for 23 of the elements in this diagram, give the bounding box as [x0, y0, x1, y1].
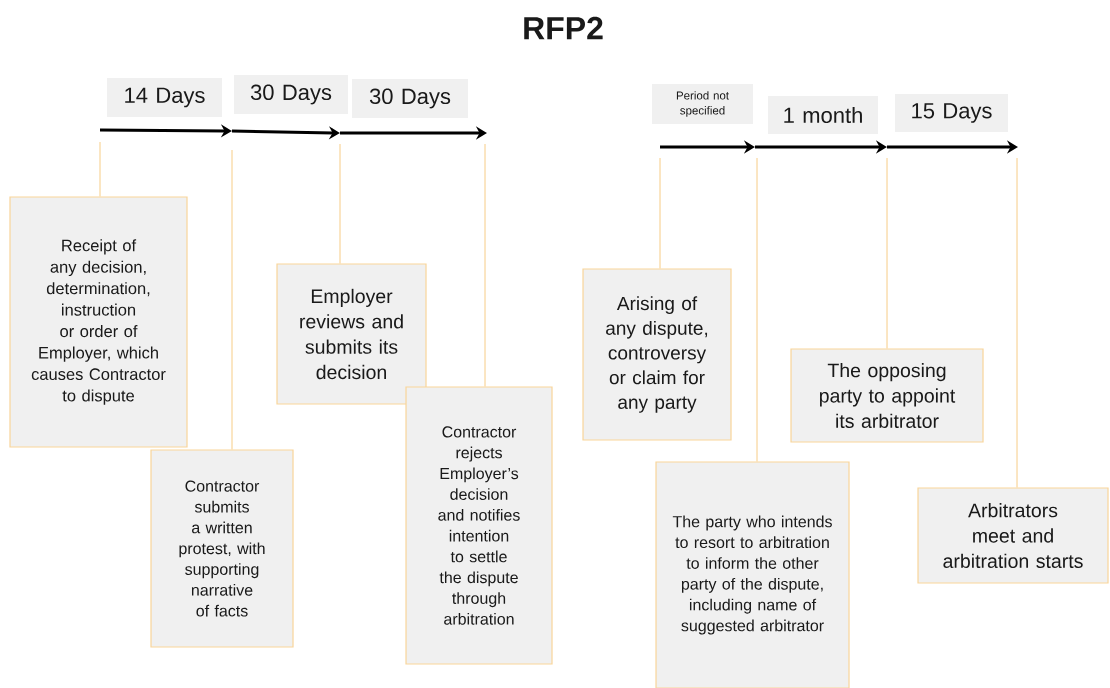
- event-box: Contractor rejects Employer’s decision and notifies intention to settle the dispute through arbitration: [405, 386, 553, 665]
- event-box: Arbitrators meet and arbitration starts: [917, 487, 1109, 584]
- leader-line: [339, 143, 341, 264]
- event-box: Employer reviews and submits its decision: [276, 263, 427, 405]
- leader-line: [231, 149, 233, 450]
- leader-line: [99, 141, 101, 197]
- duration-label: 30 Days: [234, 75, 348, 114]
- leader-line: [886, 157, 888, 349]
- event-box: Receipt of any decision, determination, instruction or order of Employer, which causes Contractor to dispute: [9, 196, 188, 448]
- leader-line: [484, 143, 486, 387]
- duration-label: 15 Days: [895, 94, 1008, 132]
- event-box: The opposing party to appoint its arbitrator: [790, 348, 984, 443]
- duration-label: Period not specified: [652, 84, 753, 124]
- duration-label: 14 Days: [107, 78, 222, 117]
- duration-label: 30 Days: [352, 79, 468, 118]
- leader-line: [756, 157, 758, 462]
- event-box: The party who intends to resort to arbitration to inform the other party of the dispute, including name of suggested arbitrator: [655, 461, 850, 688]
- event-box: Arising of any dispute, controversy or claim for any party: [582, 268, 732, 441]
- event-box: Contractor submits a written protest, with supporting narrative of facts: [150, 449, 294, 648]
- leader-line: [1016, 157, 1018, 488]
- title: RFP2: [524, 16, 603, 40]
- leader-line: [659, 157, 661, 269]
- duration-label: 1 month: [768, 96, 878, 134]
